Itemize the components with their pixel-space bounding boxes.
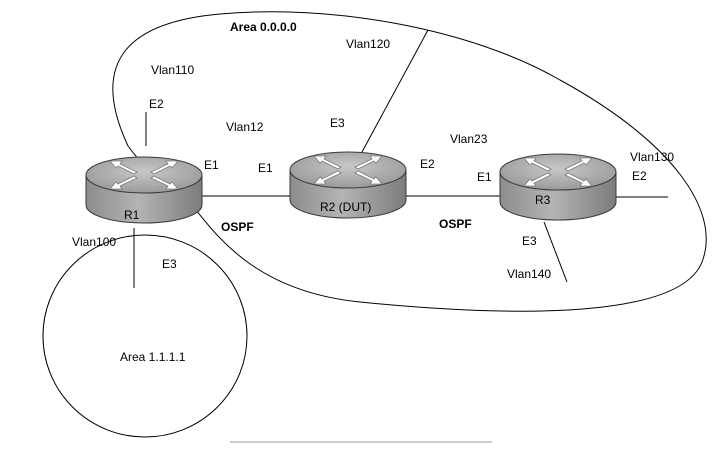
router-r1-icon xyxy=(85,156,203,224)
vlan130-label: Vlan130 xyxy=(630,150,674,164)
r1-e2-label: E2 xyxy=(149,97,164,111)
r3-e1-label: E1 xyxy=(477,170,492,184)
vlan12-label: Vlan12 xyxy=(226,120,264,134)
vlan120-label: Vlan120 xyxy=(346,37,390,51)
r3-e2-label: E2 xyxy=(632,169,647,183)
vlan140-label: Vlan140 xyxy=(507,267,551,281)
r1-e3-label: E3 xyxy=(162,257,177,271)
router-r3-icon xyxy=(499,153,617,221)
router-r3-label: R3 xyxy=(535,193,551,207)
area-1-label: Area 1.1.1.1 xyxy=(120,350,186,364)
ospf-left-label: OSPF xyxy=(221,220,254,234)
r3-e3-label: E3 xyxy=(522,234,537,248)
r2-e1-label: E1 xyxy=(258,161,273,175)
ospf-right-label: OSPF xyxy=(439,217,472,231)
link-r3-vlan140 xyxy=(543,221,568,283)
vlan110-label: Vlan110 xyxy=(151,63,194,77)
link-r2-vlan120 xyxy=(361,29,429,153)
router-r2-label: R2 (DUT) xyxy=(320,200,371,214)
area-0-label: Area 0.0.0.0 xyxy=(230,20,297,34)
router-r1-label: R1 xyxy=(124,208,140,222)
r2-e2-label: E2 xyxy=(420,157,435,171)
r1-e1-label: E1 xyxy=(204,158,219,172)
r2-e3-label: E3 xyxy=(330,116,345,130)
area-1-boundary xyxy=(42,234,248,438)
vlan23-label: Vlan23 xyxy=(450,132,488,146)
area-0-boundary xyxy=(112,11,707,312)
vlan100-label: Vlan100 xyxy=(72,235,116,249)
